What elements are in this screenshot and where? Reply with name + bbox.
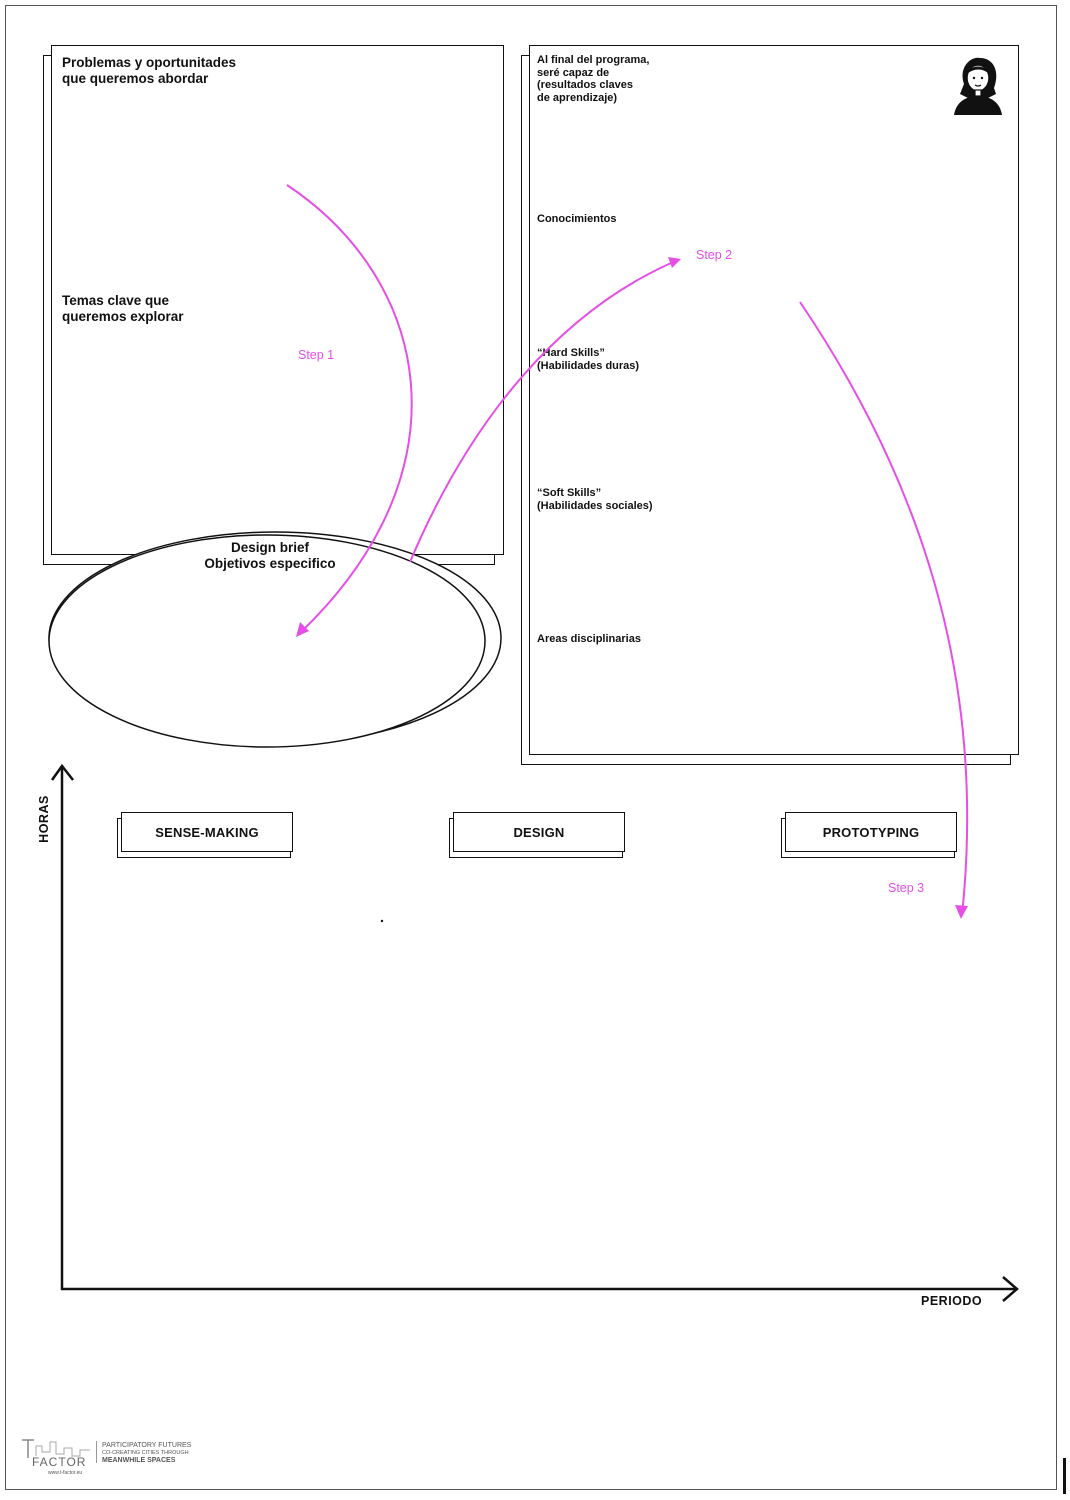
design-stage: DESIGN bbox=[453, 812, 625, 852]
edge-mark bbox=[1063, 1458, 1066, 1494]
sense-making-stage: SENSE-MAKING bbox=[121, 812, 293, 852]
footer-divider bbox=[96, 1441, 97, 1463]
stray-dot bbox=[380, 919, 384, 923]
outcomes-title: Al final del programa, seré capaz de (re… bbox=[537, 54, 650, 104]
footer-tagline-2: CO-CREATING CITIES THROUGH bbox=[102, 1450, 189, 1456]
footer-tagline-3: MEANWHILE SPACES bbox=[102, 1457, 176, 1464]
step3-label: Step 3 bbox=[888, 881, 925, 895]
step1-arrow bbox=[286, 184, 413, 634]
footer-tagline-1: PARTICIPATORY FUTURES bbox=[102, 1442, 192, 1449]
footer-url: www.t-factor.eu bbox=[48, 1470, 83, 1476]
design-brief-ellipse bbox=[48, 531, 502, 748]
canvas-sheet bbox=[5, 5, 1057, 1490]
woman-avatar-icon bbox=[954, 57, 1002, 115]
x-axis-label: PERIODO bbox=[921, 1294, 983, 1308]
t-factor-logo-icon bbox=[22, 1439, 90, 1458]
problems-box bbox=[51, 45, 504, 555]
step2-arrow bbox=[409, 259, 679, 563]
areas-label: Areas disciplinarias bbox=[537, 633, 641, 645]
step2-arrowhead bbox=[668, 257, 681, 268]
step3-arrowhead bbox=[955, 905, 968, 919]
problems-title: Problemas y oportunitades que queremos a… bbox=[62, 55, 237, 86]
hard-skills-label: “Hard Skills” (Habilidades duras) bbox=[537, 347, 640, 372]
y-axis bbox=[50, 763, 74, 1290]
step2-label: Step 2 bbox=[696, 248, 733, 262]
soft-skills-label: “Soft Skills” (Habilidades sociales) bbox=[537, 487, 653, 512]
footer-brand: FACTOR bbox=[32, 1455, 87, 1469]
outcomes-box bbox=[529, 45, 1019, 755]
topics-title: Temas clave que queremos explorar bbox=[62, 293, 184, 324]
y-axis-label: HORAS bbox=[36, 795, 51, 843]
prototyping-stage: PROTOTYPING bbox=[785, 812, 957, 852]
step1-arrowhead bbox=[296, 622, 309, 637]
knowledge-label: Conocimientos bbox=[537, 213, 617, 225]
design-brief-title: Design brief Objetivos especifico bbox=[204, 540, 336, 571]
x-axis bbox=[61, 1276, 1019, 1302]
step3-arrow bbox=[799, 301, 969, 916]
step1-label: Step 1 bbox=[298, 348, 335, 362]
